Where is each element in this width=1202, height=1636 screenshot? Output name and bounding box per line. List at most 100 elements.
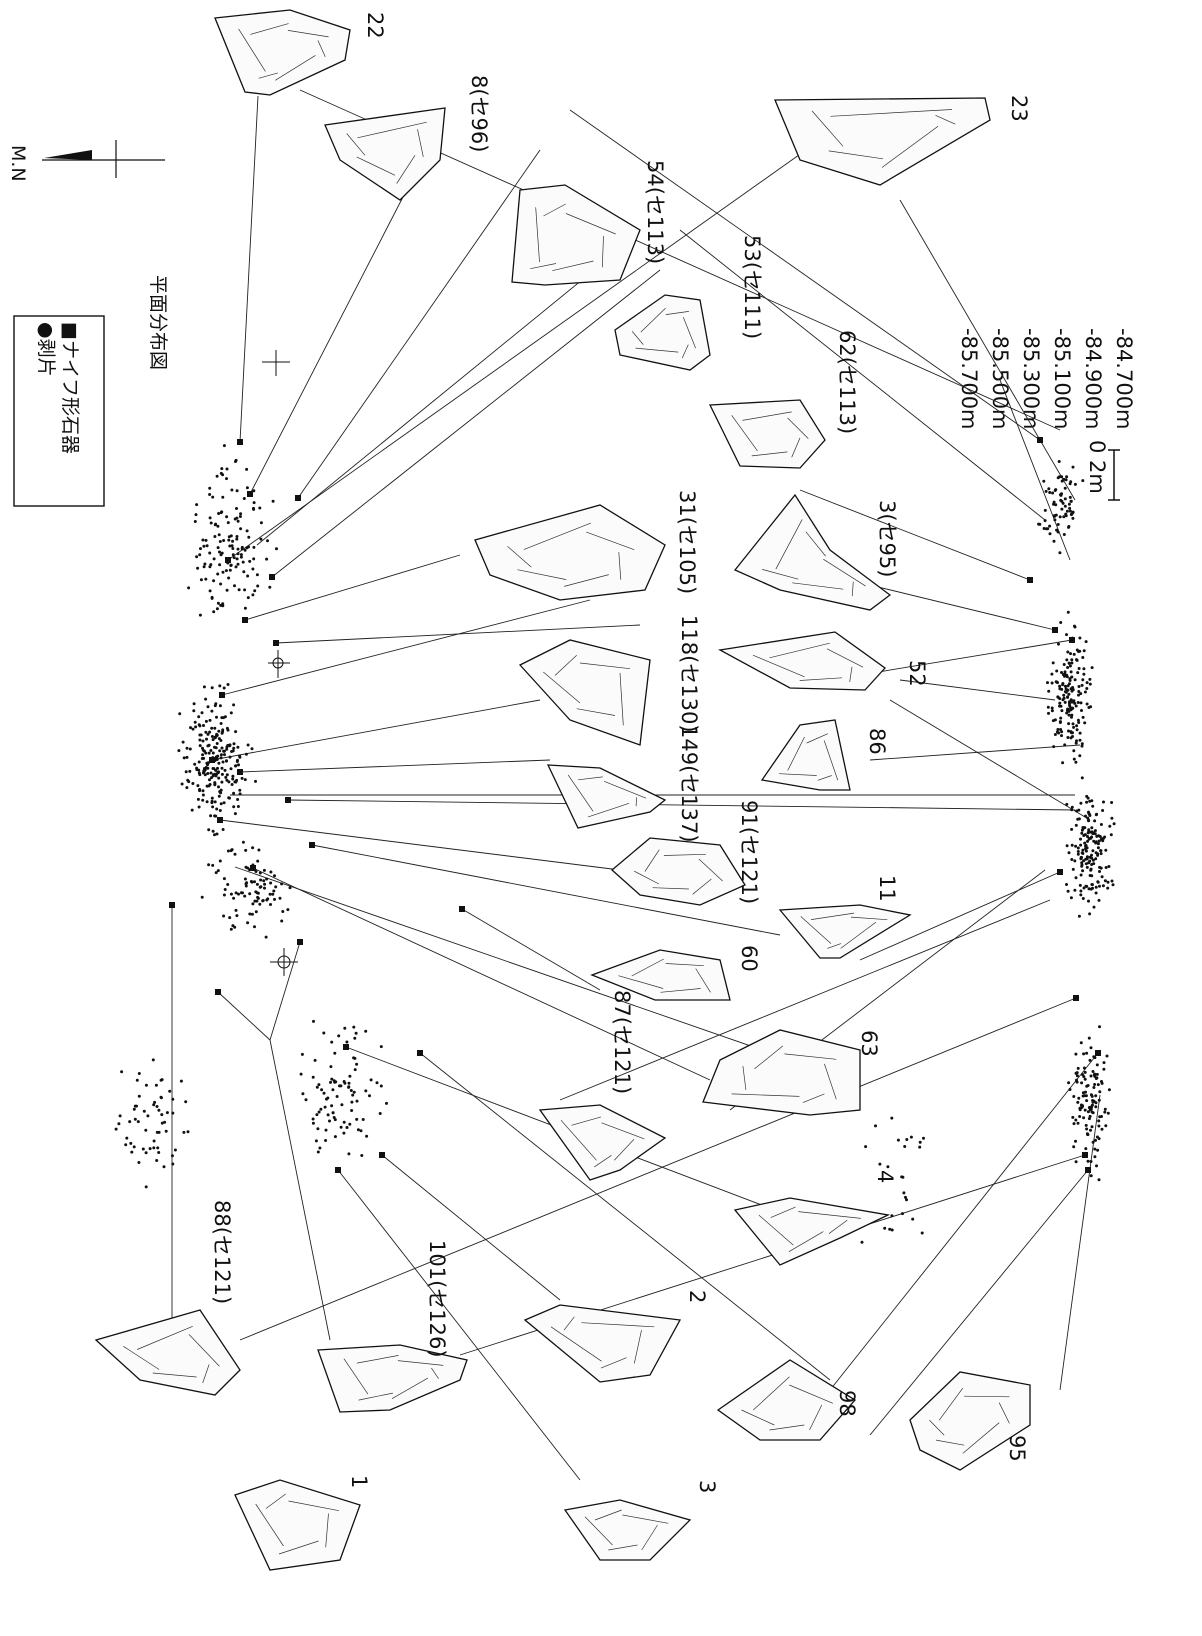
knife-tool-marker <box>297 939 303 945</box>
flake-dot <box>343 1026 347 1030</box>
knife-tool-marker <box>1085 1167 1091 1173</box>
flake-dot <box>142 1109 146 1113</box>
flake-dot <box>1088 912 1092 916</box>
flake-scar-line <box>811 110 844 147</box>
flake-dot <box>263 886 266 890</box>
flake-scar-line <box>565 213 616 235</box>
flake-dot <box>1090 835 1094 839</box>
flake-dot <box>352 1090 356 1094</box>
flake-dot <box>1081 715 1085 719</box>
flake-dot <box>227 780 231 784</box>
flake-dot <box>197 805 201 809</box>
artifact-number-label: 63 <box>857 1030 881 1057</box>
stone-tool-drawing <box>94 1309 241 1396</box>
flake-dot <box>248 912 252 916</box>
flake-dot <box>218 550 221 554</box>
flake-dot <box>1073 678 1077 682</box>
flake-dot <box>239 555 243 559</box>
flake-dot <box>1053 518 1057 522</box>
flake-dot <box>1112 822 1116 826</box>
flake-dot <box>181 740 185 744</box>
flake-dot <box>1097 1098 1101 1102</box>
flake-dot <box>1077 721 1081 724</box>
flake-dot <box>211 805 215 809</box>
flake-scar-line <box>608 1544 638 1551</box>
flake-dot <box>1073 701 1077 705</box>
flake-dot <box>236 519 240 523</box>
flake-dot <box>351 1093 355 1097</box>
flake-scar-line <box>560 1119 597 1161</box>
flake-scar-line <box>817 775 832 781</box>
flake-dot <box>248 892 252 896</box>
flake-dot <box>245 529 249 533</box>
flake-dot <box>198 553 202 557</box>
flake-dot <box>230 848 234 852</box>
stone-tool-drawing <box>702 1029 861 1116</box>
flake-dot <box>198 724 202 728</box>
flake-dot <box>1051 661 1055 665</box>
flake-scar-line <box>507 546 532 568</box>
flake-dot <box>202 565 206 569</box>
flake-dot <box>195 768 199 772</box>
legend-box: ■ナイフ形石器 ●剥片 <box>13 315 105 507</box>
flake-dot <box>343 1081 347 1085</box>
leader-line <box>221 599 591 696</box>
flake-scar-line <box>802 1093 825 1103</box>
flake-scar-line <box>601 235 604 268</box>
flake-scar-line <box>754 1045 784 1070</box>
flake-scar-line <box>850 916 888 921</box>
flake-dot <box>329 1080 332 1084</box>
flake-dot <box>1088 799 1092 803</box>
flake-dot <box>208 778 211 782</box>
flake-dot <box>316 1150 320 1154</box>
flake-dot <box>177 749 181 753</box>
flake-dot <box>216 869 220 873</box>
flake-dot <box>184 1100 188 1104</box>
flake-dot <box>216 766 219 770</box>
flake-dot <box>1076 1100 1080 1104</box>
flake-scar-line <box>564 574 609 587</box>
flake-dot <box>178 712 182 716</box>
flake-dot <box>1099 852 1103 856</box>
flake-scar-line <box>641 1524 658 1551</box>
knife-tool-marker <box>1069 637 1075 643</box>
flake-dot <box>247 545 250 549</box>
flake-dot <box>235 535 239 538</box>
stone-tool-drawing <box>718 631 886 691</box>
flake-dot <box>219 753 223 757</box>
flake-dot <box>243 877 247 881</box>
flake-dot <box>198 744 202 748</box>
flake-dot <box>235 557 239 561</box>
flake-dot <box>217 794 221 798</box>
flake-dot <box>1081 678 1085 682</box>
flake-dot <box>217 533 221 537</box>
knife-tool-marker <box>219 692 225 698</box>
flake-dot <box>1094 857 1098 861</box>
flake-dot <box>199 578 203 582</box>
flake-dot <box>333 1080 337 1084</box>
flake-dot <box>213 726 217 730</box>
flake-scar-line <box>964 1395 1010 1398</box>
flake-dot <box>1067 709 1071 713</box>
flake-dot <box>1099 823 1103 826</box>
flake-dot <box>1068 509 1072 513</box>
flake-dot <box>244 884 248 888</box>
flake-dot <box>230 544 234 548</box>
flake-scar-line <box>698 858 723 882</box>
flake-dot <box>1097 1119 1101 1123</box>
flake-dot <box>210 686 214 690</box>
flake-dot <box>1068 664 1072 668</box>
flake-dot <box>157 1130 161 1134</box>
knife-tool-marker <box>217 817 223 823</box>
flake-dot <box>253 925 256 929</box>
flake-scar-line <box>663 853 706 856</box>
flake-dot <box>246 866 249 870</box>
flake-dot <box>920 1231 924 1235</box>
flake-dot <box>1071 735 1074 738</box>
flake-dot <box>208 551 212 555</box>
flake-dot <box>227 538 231 542</box>
flake-dot <box>905 1138 909 1141</box>
flake-dot <box>218 684 222 688</box>
flake-dot <box>1076 701 1080 704</box>
flake-dot <box>214 768 218 772</box>
